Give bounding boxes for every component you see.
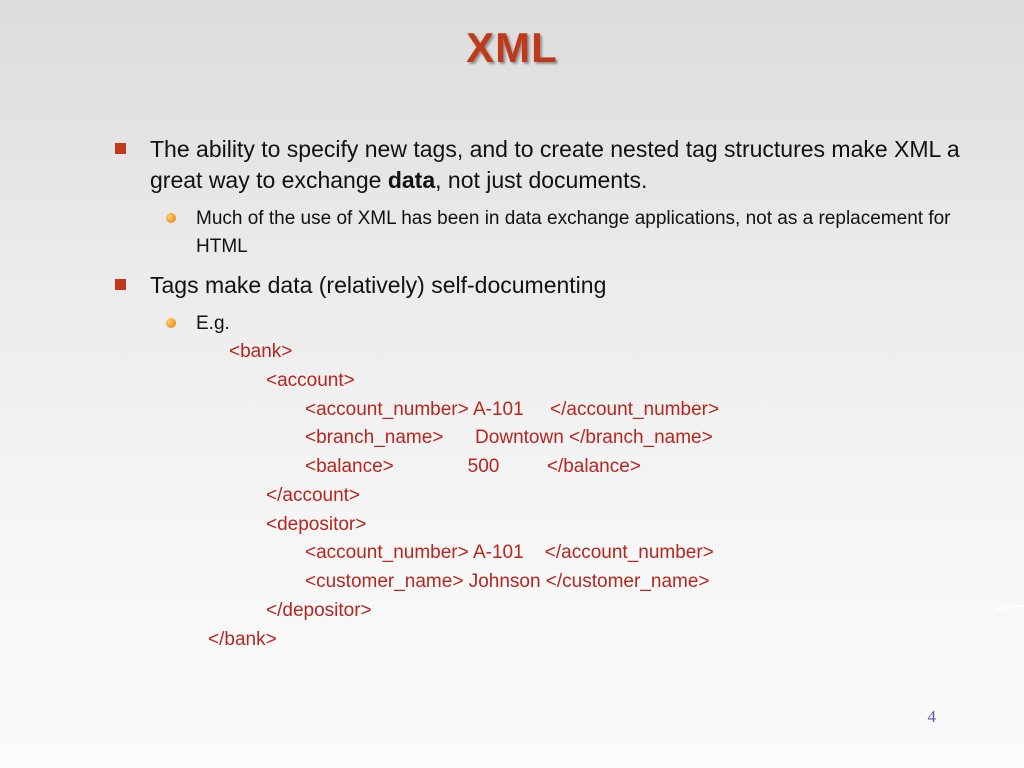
code-line-account-open: <account>: [266, 370, 355, 391]
page-number: 4: [927, 707, 937, 726]
bullet-item-2: Tags make data (relatively) self-documen…: [115, 270, 990, 301]
round-bullet-icon: [166, 318, 176, 328]
code-line-depositor-account-number: <account_number> A-101 </account_number>: [305, 542, 714, 563]
bullet-2-text: Tags make data (relatively) self-documen…: [150, 272, 607, 298]
sub-bullet-2: E.g.: [166, 310, 986, 338]
sub-bullet-2-text: E.g.: [196, 313, 230, 334]
slide-title: XML: [466, 24, 558, 71]
code-line-customer-name: <customer_name> Johnson </customer_name>: [305, 571, 710, 592]
code-line-account-number: <account_number> A-101 </account_number>: [305, 399, 720, 420]
bullet-1-text-end: , not just documents.: [435, 167, 648, 193]
code-line-account-close: </account>: [266, 485, 361, 506]
round-bullet-icon: [166, 213, 176, 223]
code-line-balance: <balance> 500 </balance>: [305, 456, 641, 477]
code-line-bank-open: <bank>: [229, 341, 293, 362]
sub-bullet-1: Much of the use of XML has been in data …: [166, 205, 956, 261]
code-line-depositor-open: <depositor>: [266, 514, 367, 535]
bullet-1-text: The ability to specify new tags, and to …: [150, 136, 960, 193]
bullet-item-1: The ability to specify new tags, and to …: [115, 134, 990, 196]
bullet-1-bold: data: [387, 167, 436, 193]
decorative-swoosh-icon: [994, 604, 1024, 611]
square-bullet-icon: [115, 143, 126, 154]
square-bullet-icon: [115, 279, 126, 290]
code-line-depositor-close: </depositor>: [266, 600, 372, 621]
code-line-branch-name: <branch_name> Downtown </branch_name>: [305, 427, 713, 448]
code-line-bank-close: </bank>: [208, 629, 277, 650]
sub-bullet-1-text: Much of the use of XML has been in data …: [196, 208, 951, 257]
